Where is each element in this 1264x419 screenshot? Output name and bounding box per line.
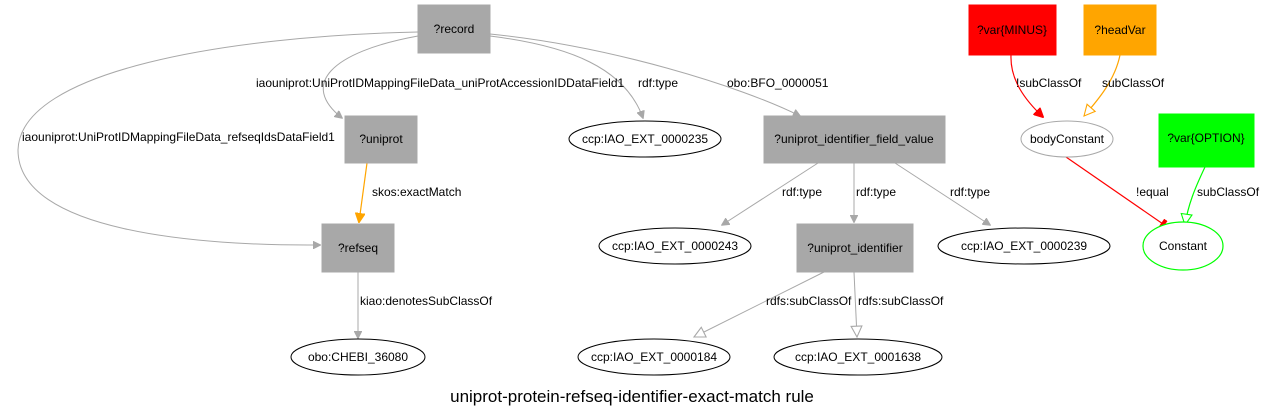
svg-text:?var{OPTION}: ?var{OPTION} <box>1167 131 1244 145</box>
svg-text:obo:CHEBI_36080: obo:CHEBI_36080 <box>308 350 408 364</box>
svg-text:ccp:IAO_EXT_0000243: ccp:IAO_EXT_0000243 <box>612 239 738 253</box>
edge-label-rdfs-184: rdfs:subClassOf <box>766 294 852 308</box>
node-bodyconstant: bodyConstant <box>1020 120 1114 158</box>
svg-text:?uniprot_identifier_field_valu: ?uniprot_identifier_field_value <box>774 132 934 146</box>
svg-text:?var{MINUS}: ?var{MINUS} <box>977 23 1047 37</box>
diagram-title: uniprot-protein-refseq-identifier-exact-… <box>450 387 814 406</box>
edge-label-rdftype-record: rdf:type <box>638 76 678 90</box>
svg-text:ccp:IAO_EXT_0000239: ccp:IAO_EXT_0000239 <box>961 239 1087 253</box>
node-constant: Constant <box>1142 221 1224 271</box>
node-refseq: ?refseq <box>321 223 395 273</box>
edge-identifier-iao1638 <box>854 271 857 337</box>
edge-label-bfo: obo:BFO_0000051 <box>727 76 829 90</box>
edge-varminus-bodyconstant <box>1010 54 1043 117</box>
edge-label-rdftype-243: rdf:type <box>782 185 822 199</box>
node-iao184: ccp:IAO_EXT_0000184 <box>577 338 731 376</box>
svg-text:ccp:IAO_EXT_0001638: ccp:IAO_EXT_0001638 <box>795 350 921 364</box>
edge-headvar-bodyconstant <box>1084 54 1121 116</box>
svg-text:Constant: Constant <box>1159 239 1208 253</box>
edge-label-denotes: kiao:denotesSubClassOf <box>360 294 493 308</box>
edge-label-exactmatch: skos:exactMatch <box>372 185 461 199</box>
edge-bodyconstant-constant <box>1065 156 1168 230</box>
node-fieldvalue: ?uniprot_identifier_field_value <box>763 115 946 164</box>
svg-text:ccp:IAO_EXT_0000184: ccp:IAO_EXT_0000184 <box>591 350 717 364</box>
node-iao235: ccp:IAO_EXT_0000235 <box>568 120 722 158</box>
svg-text:?uniprot_identifier: ?uniprot_identifier <box>807 241 902 255</box>
edge-record-refseq <box>17 31 419 245</box>
svg-text:ccp:IAO_EXT_0000235: ccp:IAO_EXT_0000235 <box>582 132 708 146</box>
node-headvar: ?headVar <box>1083 4 1157 56</box>
edge-label-subclassof-option: subClassOf <box>1197 185 1260 199</box>
edge-fieldvalue-iao243 <box>722 162 819 225</box>
node-iao239: ccp:IAO_EXT_0000239 <box>937 227 1111 265</box>
edge-record-uniprot <box>322 35 419 118</box>
node-identifier: ?uniprot_identifier <box>796 223 914 273</box>
node-record: ?record <box>417 4 491 54</box>
svg-text:?refseq: ?refseq <box>338 241 378 255</box>
node-varoption: ?var{OPTION} <box>1158 113 1255 168</box>
edge-label-rdftype-239: rdf:type <box>950 185 990 199</box>
node-varminus: ?var{MINUS} <box>968 4 1057 56</box>
node-iao1638: ccp:IAO_EXT_0001638 <box>773 338 943 376</box>
nodes: ?record ?uniprot ?refseq obo:CHEBI_36080… <box>290 4 1255 376</box>
node-uniprot: ?uniprot <box>344 115 418 164</box>
edge-labels: iaouniprot:UniProtIDMappingFileData_uniP… <box>22 76 1260 308</box>
edges <box>17 31 1206 338</box>
edge-identifier-iao184 <box>694 271 825 337</box>
svg-text:?uniprot: ?uniprot <box>359 132 403 146</box>
edge-record-fieldvalue <box>489 33 800 116</box>
edge-label-subclassof-headvar: subClassOf <box>1102 76 1165 90</box>
svg-text:?headVar: ?headVar <box>1094 23 1145 37</box>
node-chebi: obo:CHEBI_36080 <box>290 338 426 376</box>
edge-record-iao235 <box>489 35 643 118</box>
edge-label-accession: iaouniprot:UniProtIDMappingFileData_uniP… <box>256 76 625 90</box>
edge-label-rdfs-1638: rdfs:subClassOf <box>858 294 944 308</box>
edge-uniprot-refseq <box>359 162 368 222</box>
edge-label-refseqids: iaouniprot:UniProtIDMappingFileData_refs… <box>22 130 335 144</box>
edge-varoption-constant <box>1185 166 1206 225</box>
node-iao243: ccp:IAO_EXT_0000243 <box>598 227 752 265</box>
edge-fieldvalue-iao239 <box>894 162 990 225</box>
edge-label-rdftype-identifier: rdf:type <box>856 185 896 199</box>
edge-label-not-equal: !equal <box>1136 185 1169 199</box>
svg-text:?record: ?record <box>434 22 475 36</box>
edge-label-not-subclassof: !subClassOf <box>1016 76 1082 90</box>
svg-text:bodyConstant: bodyConstant <box>1030 132 1105 146</box>
